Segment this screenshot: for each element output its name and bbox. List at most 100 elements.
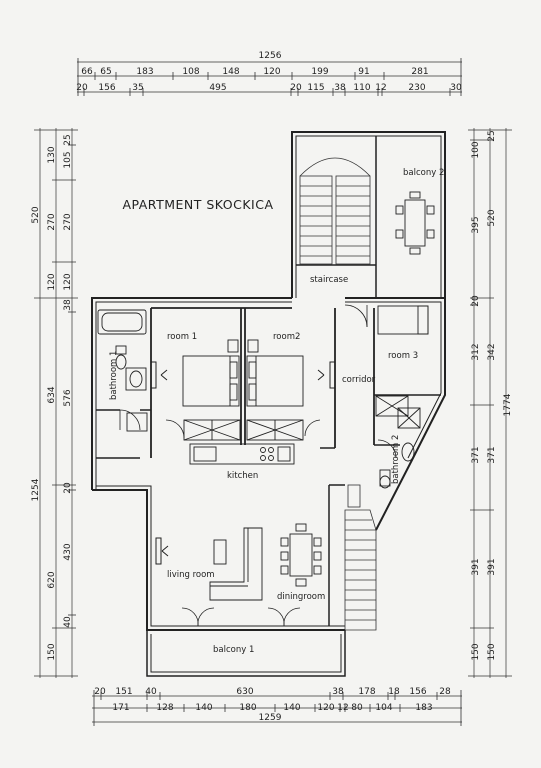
svg-text:495: 495 <box>209 83 226 93</box>
svg-text:20: 20 <box>63 482 73 494</box>
svg-text:128: 128 <box>156 703 173 713</box>
kitchen-counter-icon <box>189 443 295 465</box>
svg-text:183: 183 <box>136 67 153 77</box>
svg-text:270: 270 <box>47 213 57 230</box>
svg-text:28: 28 <box>439 687 451 697</box>
dim-bottom-total: 1259 <box>259 713 282 723</box>
svg-text:230: 230 <box>408 83 425 93</box>
svg-text:1254: 1254 <box>31 478 41 501</box>
label-balcony-2: balcony 2 <box>403 168 444 178</box>
svg-text:65: 65 <box>100 67 111 77</box>
top-dimensions: 1256 66 65 183 108 148 120 199 91 281 20… <box>76 51 462 96</box>
dim-right-inner: 100 395 20 312 371 391 150 <box>471 141 481 660</box>
svg-text:576: 576 <box>63 389 73 406</box>
label-living-room: living room <box>167 570 215 580</box>
bed-icon-room2 <box>246 339 304 407</box>
dim-left-inner: 25 105 270 120 38 576 20 430 40 <box>63 134 73 627</box>
wardrobe-icon-room1 <box>183 419 241 441</box>
svg-text:120: 120 <box>317 703 334 713</box>
svg-text:371: 371 <box>487 446 497 463</box>
dining-table-icon <box>280 523 322 587</box>
wardrobe-icon-room2 <box>246 419 304 441</box>
svg-text:100: 100 <box>471 141 481 158</box>
svg-text:130: 130 <box>47 146 57 163</box>
svg-text:30: 30 <box>450 83 462 93</box>
svg-text:371: 371 <box>471 446 481 463</box>
dim-right-mid: 25 520 342 371 391 150 <box>487 130 497 660</box>
staircase-steps <box>299 157 371 265</box>
svg-text:150: 150 <box>47 643 57 660</box>
svg-text:105: 105 <box>63 151 73 168</box>
lower-stairs <box>344 484 377 631</box>
svg-text:18: 18 <box>388 687 400 697</box>
walls <box>91 131 446 677</box>
svg-text:40: 40 <box>63 616 73 628</box>
svg-text:25: 25 <box>63 134 73 145</box>
balcony-table-icon <box>395 191 435 255</box>
label-room-2: room2 <box>273 332 300 342</box>
svg-text:178: 178 <box>358 687 375 697</box>
dim-left-mid: 130 270 120 634 620 150 <box>47 146 57 660</box>
svg-text:150: 150 <box>487 643 497 660</box>
svg-text:430: 430 <box>63 543 73 560</box>
label-kitchen: kitchen <box>227 471 258 481</box>
bed-icon-room1 <box>182 339 240 407</box>
svg-text:180: 180 <box>239 703 256 713</box>
bathroom2-fixtures-icon <box>379 407 421 489</box>
radiator-icons <box>150 361 336 565</box>
svg-text:12: 12 <box>375 83 386 93</box>
svg-text:140: 140 <box>283 703 300 713</box>
svg-text:199: 199 <box>311 67 328 77</box>
svg-text:156: 156 <box>409 687 426 697</box>
svg-text:140: 140 <box>195 703 212 713</box>
dim-bottom-row1: 20 151 40 630 38 178 18 156 28 <box>94 687 451 697</box>
svg-text:183: 183 <box>415 703 432 713</box>
svg-text:520: 520 <box>31 206 41 223</box>
label-bathroom-1: bathroom 1 <box>109 351 119 400</box>
svg-text:520: 520 <box>487 209 497 226</box>
dim-bottom-row2: 171 128 140 180 140 120 12 80 104 183 <box>112 703 432 713</box>
svg-text:66: 66 <box>81 67 93 77</box>
svg-text:270: 270 <box>63 213 73 230</box>
svg-text:156: 156 <box>98 83 115 93</box>
svg-text:91: 91 <box>358 67 369 77</box>
svg-text:20: 20 <box>76 83 88 93</box>
svg-text:38: 38 <box>334 83 346 93</box>
left-dimensions: 520 1254 130 270 120 634 620 150 25 105 … <box>31 128 78 678</box>
svg-text:38: 38 <box>332 687 344 697</box>
svg-text:38: 38 <box>63 299 73 311</box>
svg-text:281: 281 <box>411 67 428 77</box>
svg-text:395: 395 <box>471 216 481 233</box>
svg-text:35: 35 <box>132 83 143 93</box>
label-room-1: room 1 <box>167 332 197 342</box>
toilet-icon <box>115 345 127 370</box>
svg-text:391: 391 <box>471 558 481 575</box>
bottom-dimensions: 20 151 40 630 38 178 18 156 28 171 128 1… <box>92 687 462 726</box>
svg-text:634: 634 <box>47 386 57 403</box>
svg-text:120: 120 <box>47 273 57 290</box>
label-corridor: corridor <box>342 375 376 385</box>
svg-text:150: 150 <box>471 643 481 660</box>
svg-text:20: 20 <box>94 687 106 697</box>
dim-left-outer: 520 1254 <box>31 206 41 501</box>
svg-text:630: 630 <box>236 687 253 697</box>
label-diningroom: diningroom <box>277 592 325 602</box>
svg-text:148: 148 <box>222 67 239 77</box>
svg-text:25: 25 <box>487 130 497 141</box>
label-staircase: staircase <box>310 275 348 285</box>
label-balcony-1: balcony 1 <box>213 645 254 655</box>
svg-text:171: 171 <box>112 703 129 713</box>
svg-text:80: 80 <box>351 703 363 713</box>
svg-text:20: 20 <box>290 83 302 93</box>
sink-icon <box>125 367 147 391</box>
door-swings <box>119 304 397 627</box>
shower-icon <box>126 412 148 432</box>
sofa-icon <box>209 527 263 601</box>
svg-text:115: 115 <box>307 83 324 93</box>
label-bathroom-2: bathroom 2 <box>391 435 401 484</box>
dim-right-outer: 1774 <box>503 393 513 416</box>
svg-text:151: 151 <box>115 687 132 697</box>
room3-furniture-icon <box>375 305 429 417</box>
label-room-3: room 3 <box>388 351 418 361</box>
svg-text:12: 12 <box>337 703 348 713</box>
